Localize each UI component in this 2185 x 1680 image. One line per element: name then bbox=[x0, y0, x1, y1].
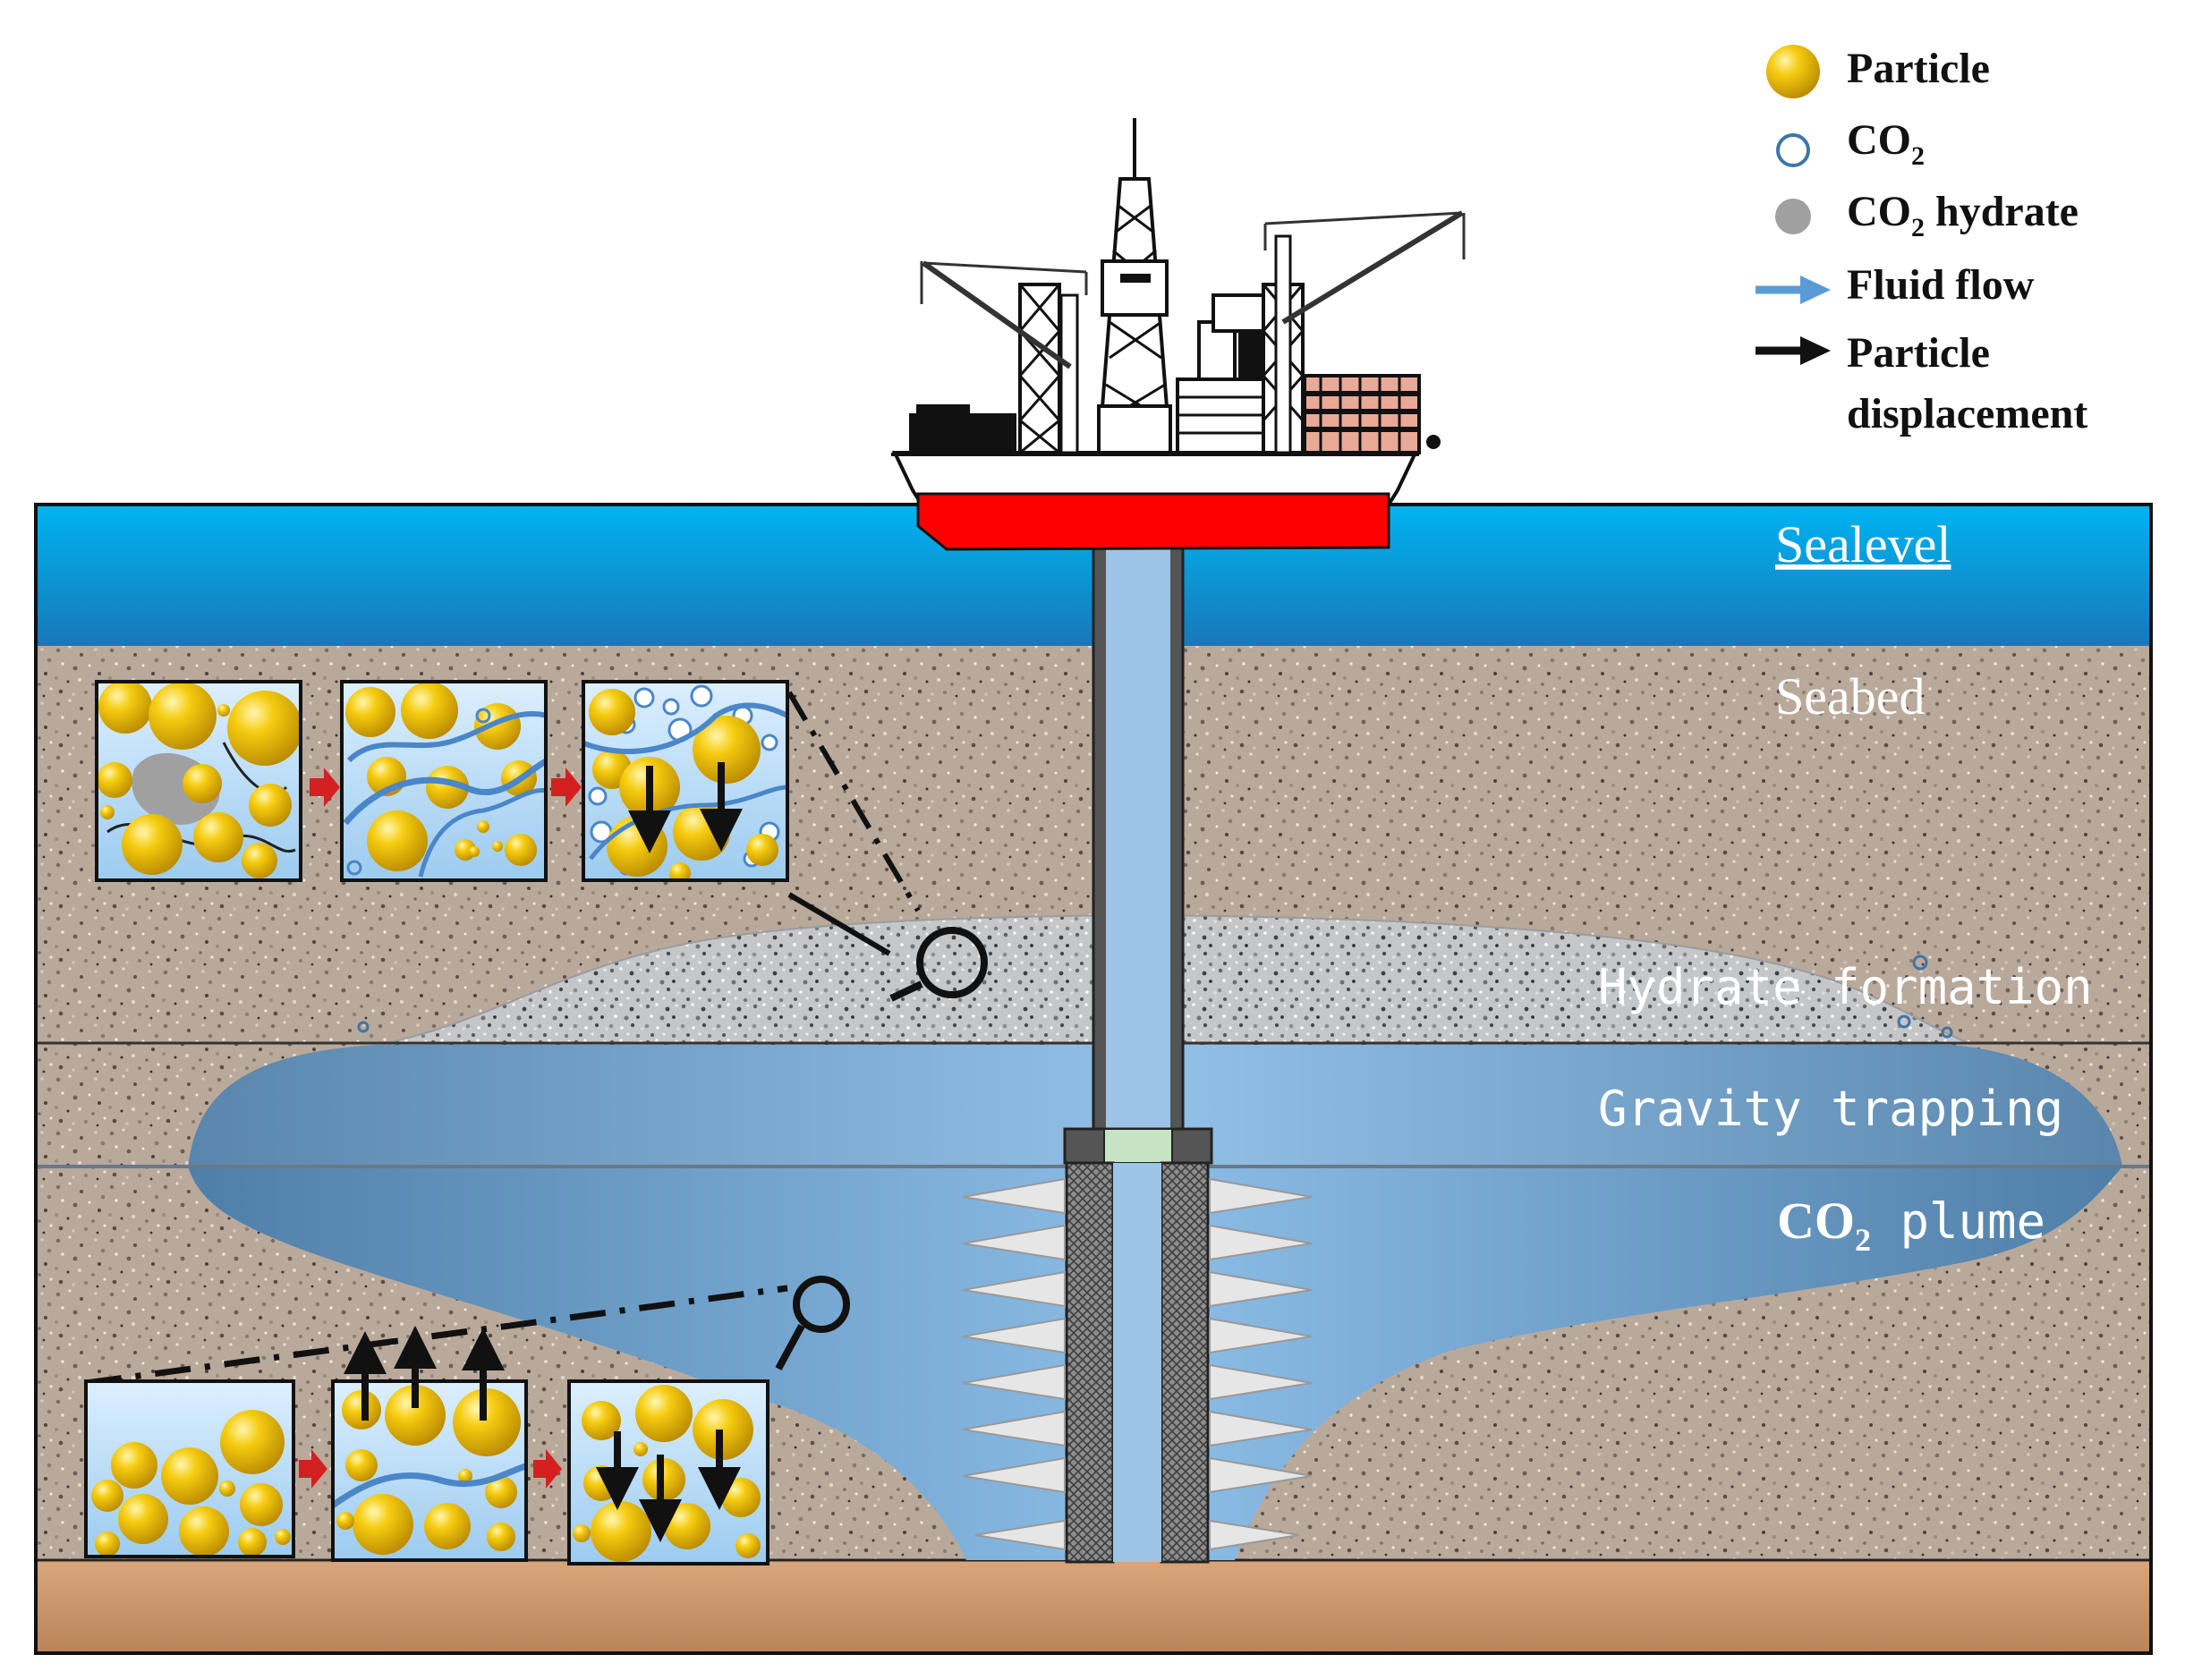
particle-legend-icon bbox=[1766, 45, 1820, 98]
injection-perforations-right bbox=[1209, 1177, 1313, 1551]
legend-particle-displacement-1: Particle bbox=[1847, 329, 1990, 377]
micro-box-hydrate-intact bbox=[95, 680, 302, 882]
micro-box-initial-packing bbox=[84, 1379, 295, 1558]
co2-bubbles bbox=[357, 955, 1953, 1039]
magnifier-icon-lower bbox=[85, 1276, 850, 1387]
co2-legend-icon bbox=[1776, 133, 1810, 167]
label-sealevel: Sealevel bbox=[1775, 515, 1951, 573]
magnifier-icon-upper bbox=[786, 691, 988, 1002]
drilling-ship-icon bbox=[891, 118, 1466, 551]
micro-box-resettling bbox=[567, 1379, 769, 1565]
label-co2-plume: CO2 plume bbox=[1777, 1192, 2045, 1258]
label-seabed: Seabed bbox=[1775, 667, 1926, 725]
base-rock-layer bbox=[36, 1560, 2151, 1653]
legend-co2: CO2 bbox=[1847, 116, 1925, 171]
co2-hydrate-legend-icon bbox=[1775, 199, 1811, 234]
step-arrow-1 bbox=[310, 768, 340, 807]
legend-fluid-flow: Fluid flow bbox=[1847, 261, 2035, 309]
label-hydrate-formation: Hydrate formation bbox=[1598, 959, 2093, 1015]
legend-particle: Particle bbox=[1847, 45, 1990, 92]
step-arrow-2 bbox=[551, 768, 582, 807]
injection-perforations-left bbox=[962, 1177, 1066, 1551]
particle-displacement-legend-icon bbox=[1756, 336, 1831, 365]
micro-box-uplift bbox=[331, 1326, 528, 1562]
legend-co2-hydrate: CO2 hydrate bbox=[1847, 188, 2079, 242]
legend: Particle CO2 CO2 hydrate Fluid flow Part… bbox=[1756, 45, 2087, 437]
label-gravity-trapping: Gravity trapping bbox=[1598, 1081, 2063, 1137]
fluid-flow-legend-icon bbox=[1756, 276, 1831, 304]
step-arrow-4 bbox=[533, 1449, 562, 1489]
legend-particle-displacement-2: displacement bbox=[1847, 390, 2087, 437]
micro-box-hydrate-dissociating bbox=[340, 680, 548, 882]
wellbore bbox=[962, 546, 1313, 1564]
step-arrow-3 bbox=[299, 1449, 327, 1489]
micro-box-particle-settling bbox=[582, 680, 789, 882]
